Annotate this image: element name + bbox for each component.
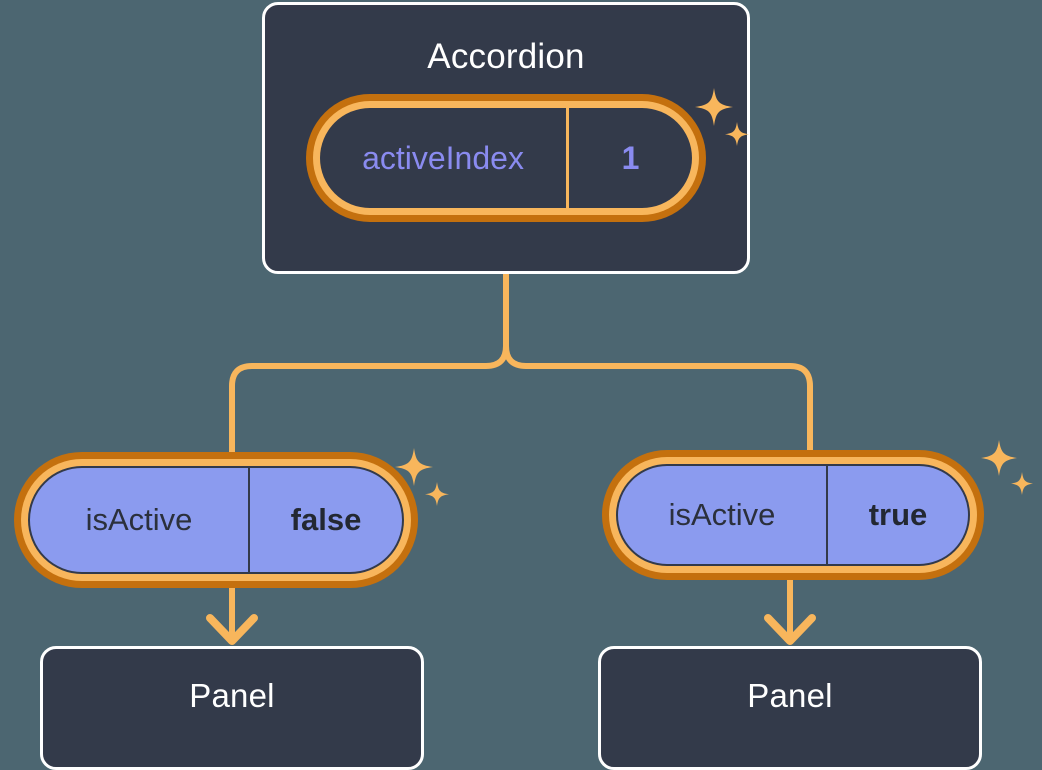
state-pill-body: isActive false bbox=[28, 466, 404, 574]
state-pill-body: activeIndex 1 bbox=[320, 108, 692, 208]
state-key-is-active-right: isActive bbox=[618, 466, 828, 564]
state-pill-body: isActive true bbox=[616, 464, 970, 566]
component-node-panel-right[interactable]: Panel bbox=[598, 646, 982, 770]
state-pill-ring: isActive false bbox=[21, 459, 411, 581]
state-pill-is-active-true[interactable]: isActive true bbox=[602, 450, 984, 580]
arrow-down-icon-right bbox=[764, 577, 816, 645]
state-value-active-index: 1 bbox=[621, 139, 640, 176]
state-pill-ring: isActive true bbox=[609, 457, 977, 573]
accordion-title: Accordion bbox=[427, 37, 585, 76]
component-node-panel-left[interactable]: Panel bbox=[40, 646, 424, 770]
state-pill-is-active-false[interactable]: isActive false bbox=[14, 452, 418, 588]
arrow-down-icon-left bbox=[206, 585, 258, 645]
panel-left-title: Panel bbox=[189, 677, 275, 714]
panel-right-title: Panel bbox=[747, 677, 833, 714]
state-key-active-index: activeIndex bbox=[320, 108, 569, 208]
wire-root-to-left bbox=[229, 271, 509, 455]
state-pill-active-index[interactable]: activeIndex 1 bbox=[306, 94, 706, 222]
state-pill-ring: activeIndex 1 bbox=[313, 101, 699, 215]
state-value-is-active-right: true bbox=[868, 497, 928, 532]
sparkle-icon-right bbox=[981, 440, 1033, 495]
state-value-is-active-left: false bbox=[290, 502, 362, 537]
state-key-is-active-left: isActive bbox=[30, 468, 250, 572]
wire-root-to-right bbox=[503, 271, 813, 453]
